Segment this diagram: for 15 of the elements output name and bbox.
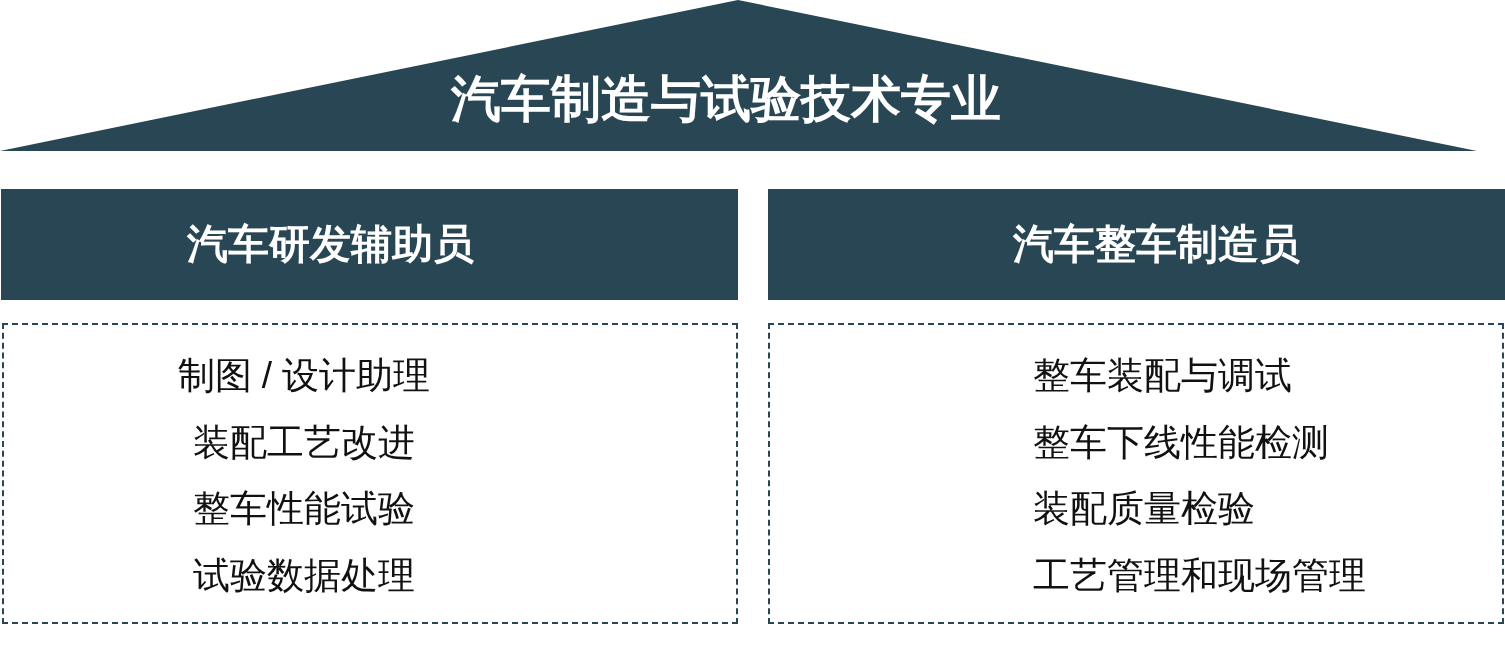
dashed-box [2,323,738,624]
banner-title: 汽车制造与试验技术专业 [451,71,1001,129]
list-item: 试验数据处理 [193,554,415,598]
list-item: 工艺管理和现场管理 [1033,554,1366,598]
band-title: 汽车整车制造员 [1013,220,1300,269]
list-item: 制图 / 设计助理 [177,354,431,398]
list-item: 整车性能试验 [193,488,415,531]
header-band [768,189,1505,300]
dashed-box [768,323,1504,624]
list-item: 装配工艺改进 [193,421,415,464]
header-band [1,189,738,300]
list-item: 整车装配与调试 [1033,354,1292,398]
band-title: 汽车研发辅助员 [187,220,474,269]
list-item: 装配质量检验 [1033,488,1255,531]
list-item: 整车下线性能检测 [1033,421,1329,464]
